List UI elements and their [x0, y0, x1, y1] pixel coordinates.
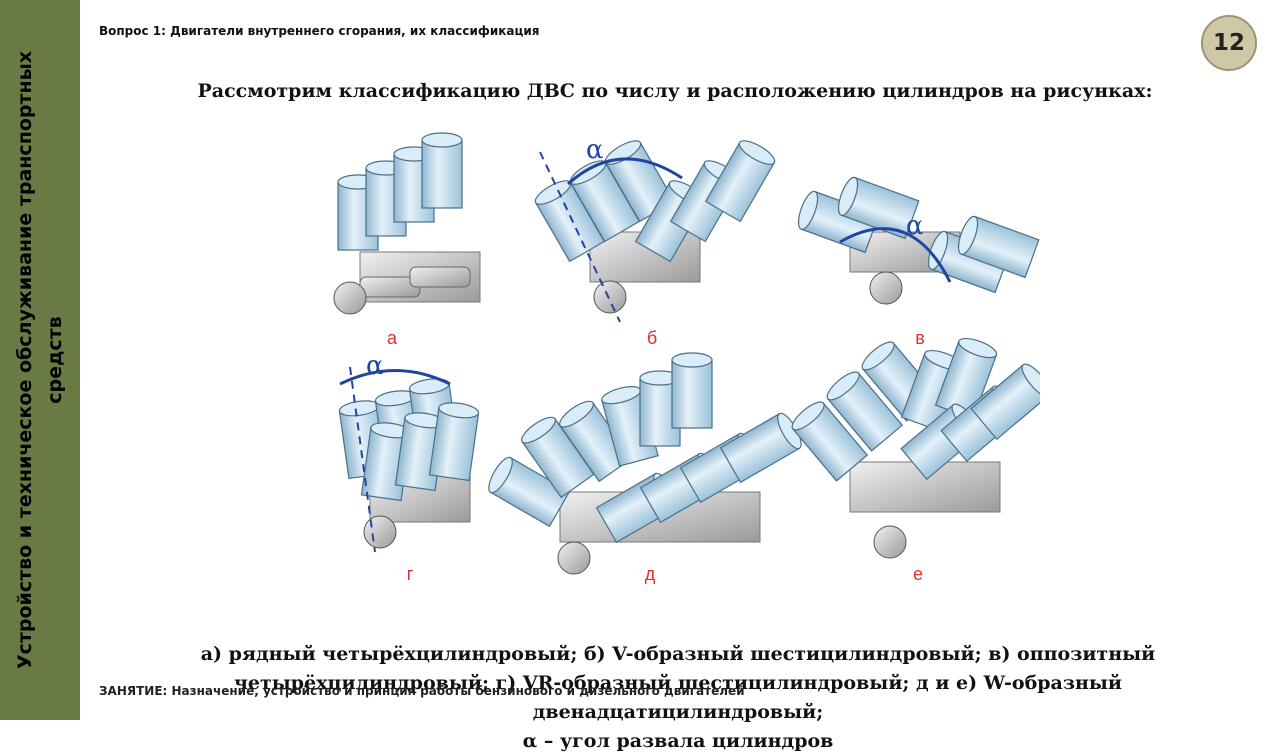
- alpha-label-v: α: [906, 211, 924, 241]
- engine-panel-a: а: [333, 132, 481, 348]
- caption-line-1: а) рядный четырёхцилиндровый; б) V-образ…: [200, 643, 1156, 665]
- caption-line-2: четырёхцилиндровый; г) VR-образный шести…: [233, 672, 1123, 723]
- sidebar-title: Устройство и техническое обслуживание тр…: [14, 50, 66, 670]
- panel-label-v: в: [915, 328, 925, 348]
- panel-label-b: б: [647, 328, 657, 348]
- panel-label-g: г: [407, 564, 414, 584]
- engine-cylinder-figure: а α б α в α: [333, 132, 1040, 584]
- panel-label-a: а: [387, 328, 398, 348]
- slide-number: 12: [1212, 30, 1245, 56]
- engine-panel-e: е: [787, 334, 1040, 584]
- alpha-label-b: α: [586, 135, 604, 165]
- sidebar: Устройство и техническое обслуживание тр…: [0, 0, 80, 720]
- question-title: Вопрос 1: Двигатели внутреннего сгорания…: [99, 24, 540, 38]
- panel-label-e: е: [913, 564, 923, 584]
- panel-label-d: д: [645, 564, 656, 584]
- engine-panel-d: д: [483, 352, 807, 584]
- engine-panel-g: α г: [337, 351, 481, 584]
- slide-number-badge: 12: [1201, 15, 1257, 71]
- lesson-footer: ЗАНЯТИЕ: Назначение, устройство и принци…: [99, 684, 745, 698]
- alpha-label-g: α: [366, 351, 384, 381]
- engine-panel-v: α в: [794, 174, 1040, 348]
- figure-caption: а) рядный четырёхцилиндровый; б) V-образ…: [96, 640, 1260, 756]
- page-heading: Рассмотрим классификацию ДВС по числу и …: [197, 80, 1153, 102]
- caption-line-3: α – угол развала цилиндров: [522, 730, 834, 752]
- engine-panel-b: α б: [531, 135, 779, 348]
